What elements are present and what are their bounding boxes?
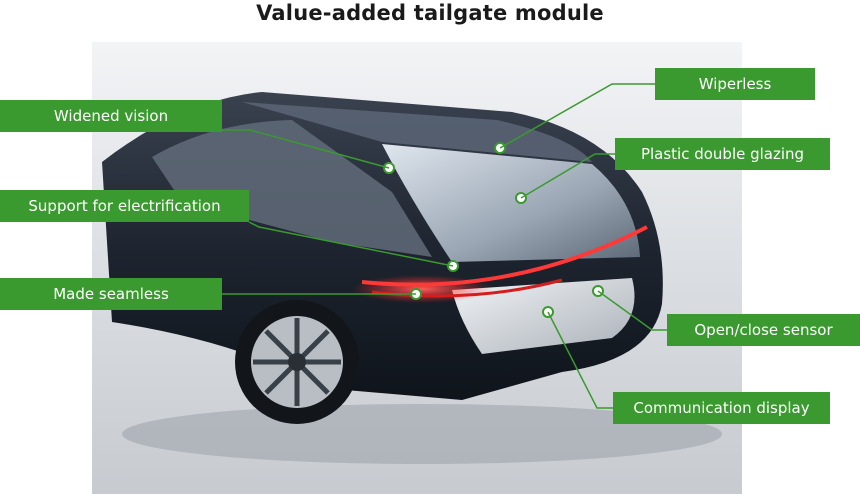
callout-communication-display: Communication display [613,392,830,424]
tail-light-bar [361,225,648,287]
leader-support-electrification [248,221,454,267]
side-window [152,120,432,257]
leader-plastic-double-glazing [520,153,615,199]
callout-widened-vision: Widened vision [0,100,222,132]
leader-wiperless [499,83,655,149]
rear-glazing [382,144,640,262]
car-illustration-svg [102,92,722,464]
wheel-hub [288,353,306,371]
callout-support-electrification: Support for electrification [0,190,249,222]
leader-widened-vision [222,129,390,169]
diagram-title: Value-added tailgate module [256,1,604,25]
ground-shadow [122,404,722,464]
callout-made-seamless: Made seamless [0,278,222,310]
callout-wiperless: Wiperless [655,68,815,100]
leader-open-close-sensor [597,290,667,331]
leader-communication-display [547,311,613,409]
tailgate-lower-panel [452,278,635,354]
callout-plastic-double-glazing: Plastic double glazing [615,138,830,170]
callout-open-close-sensor: Open/close sensor [667,314,860,346]
